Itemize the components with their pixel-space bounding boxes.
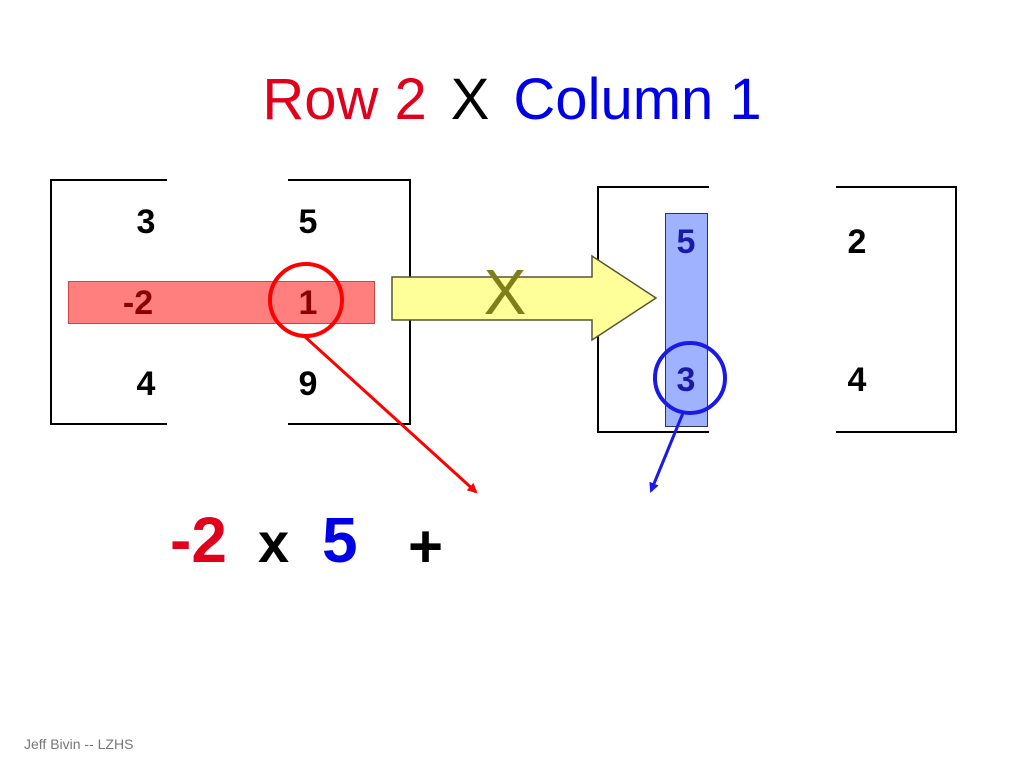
matrix-b-cell-r1c2: 2 <box>847 223 867 261</box>
title-times-symbol: X <box>450 67 490 132</box>
matrix-a-cell-r3c1: 4 <box>136 365 156 403</box>
matrix-b-cell-r2c2: 4 <box>847 361 867 399</box>
matrix-a-cell-r2c1: -2 <box>122 284 154 322</box>
matrix-a-right-bracket-vertical <box>409 180 411 425</box>
matrix-a-cell-r2c2: 1 <box>298 284 318 322</box>
matrix-a-cell-r3c2: 9 <box>298 365 318 403</box>
footer-credit: Jeff Bivin -- LZHS <box>24 736 134 752</box>
matrix-a-cell-r1c2: 5 <box>298 203 318 241</box>
matrix-b-right-bracket-bottom <box>836 431 957 433</box>
red-pointer-arrow <box>301 333 478 494</box>
matrix-b-right-bracket-vertical <box>955 187 957 433</box>
expression-plus: + <box>408 513 444 580</box>
matrix-a-right-bracket-top <box>288 179 411 181</box>
slide-title: Row 2 X Column 1 <box>0 60 1024 140</box>
matrix-b-cell-r1c1: 5 <box>676 223 696 261</box>
title-column-label: Column 1 <box>513 67 762 132</box>
multiply-x-symbol: X <box>483 256 527 328</box>
expression-blue-value: 5 <box>322 504 358 576</box>
matrix-b-cell-r2c1: 3 <box>676 361 696 399</box>
matrix-a-left-bracket-bottom <box>50 423 167 425</box>
matrix-b-right-bracket-top <box>836 186 957 188</box>
matrix-a-left-bracket-top <box>50 179 167 181</box>
matrix-a-left-bracket-vertical <box>50 180 52 425</box>
expression-red-value: -2 <box>170 504 227 576</box>
title-row-label: Row 2 <box>262 67 427 132</box>
matrix-a-right-bracket-bottom <box>288 423 411 425</box>
matrix-b-left-bracket-vertical <box>597 187 599 433</box>
matrix-b-left-bracket-bottom <box>597 431 709 433</box>
expression-times: x <box>258 511 290 574</box>
matrix-a-cell-r1c1: 3 <box>136 203 156 241</box>
matrix-b-left-bracket-top <box>597 186 709 188</box>
